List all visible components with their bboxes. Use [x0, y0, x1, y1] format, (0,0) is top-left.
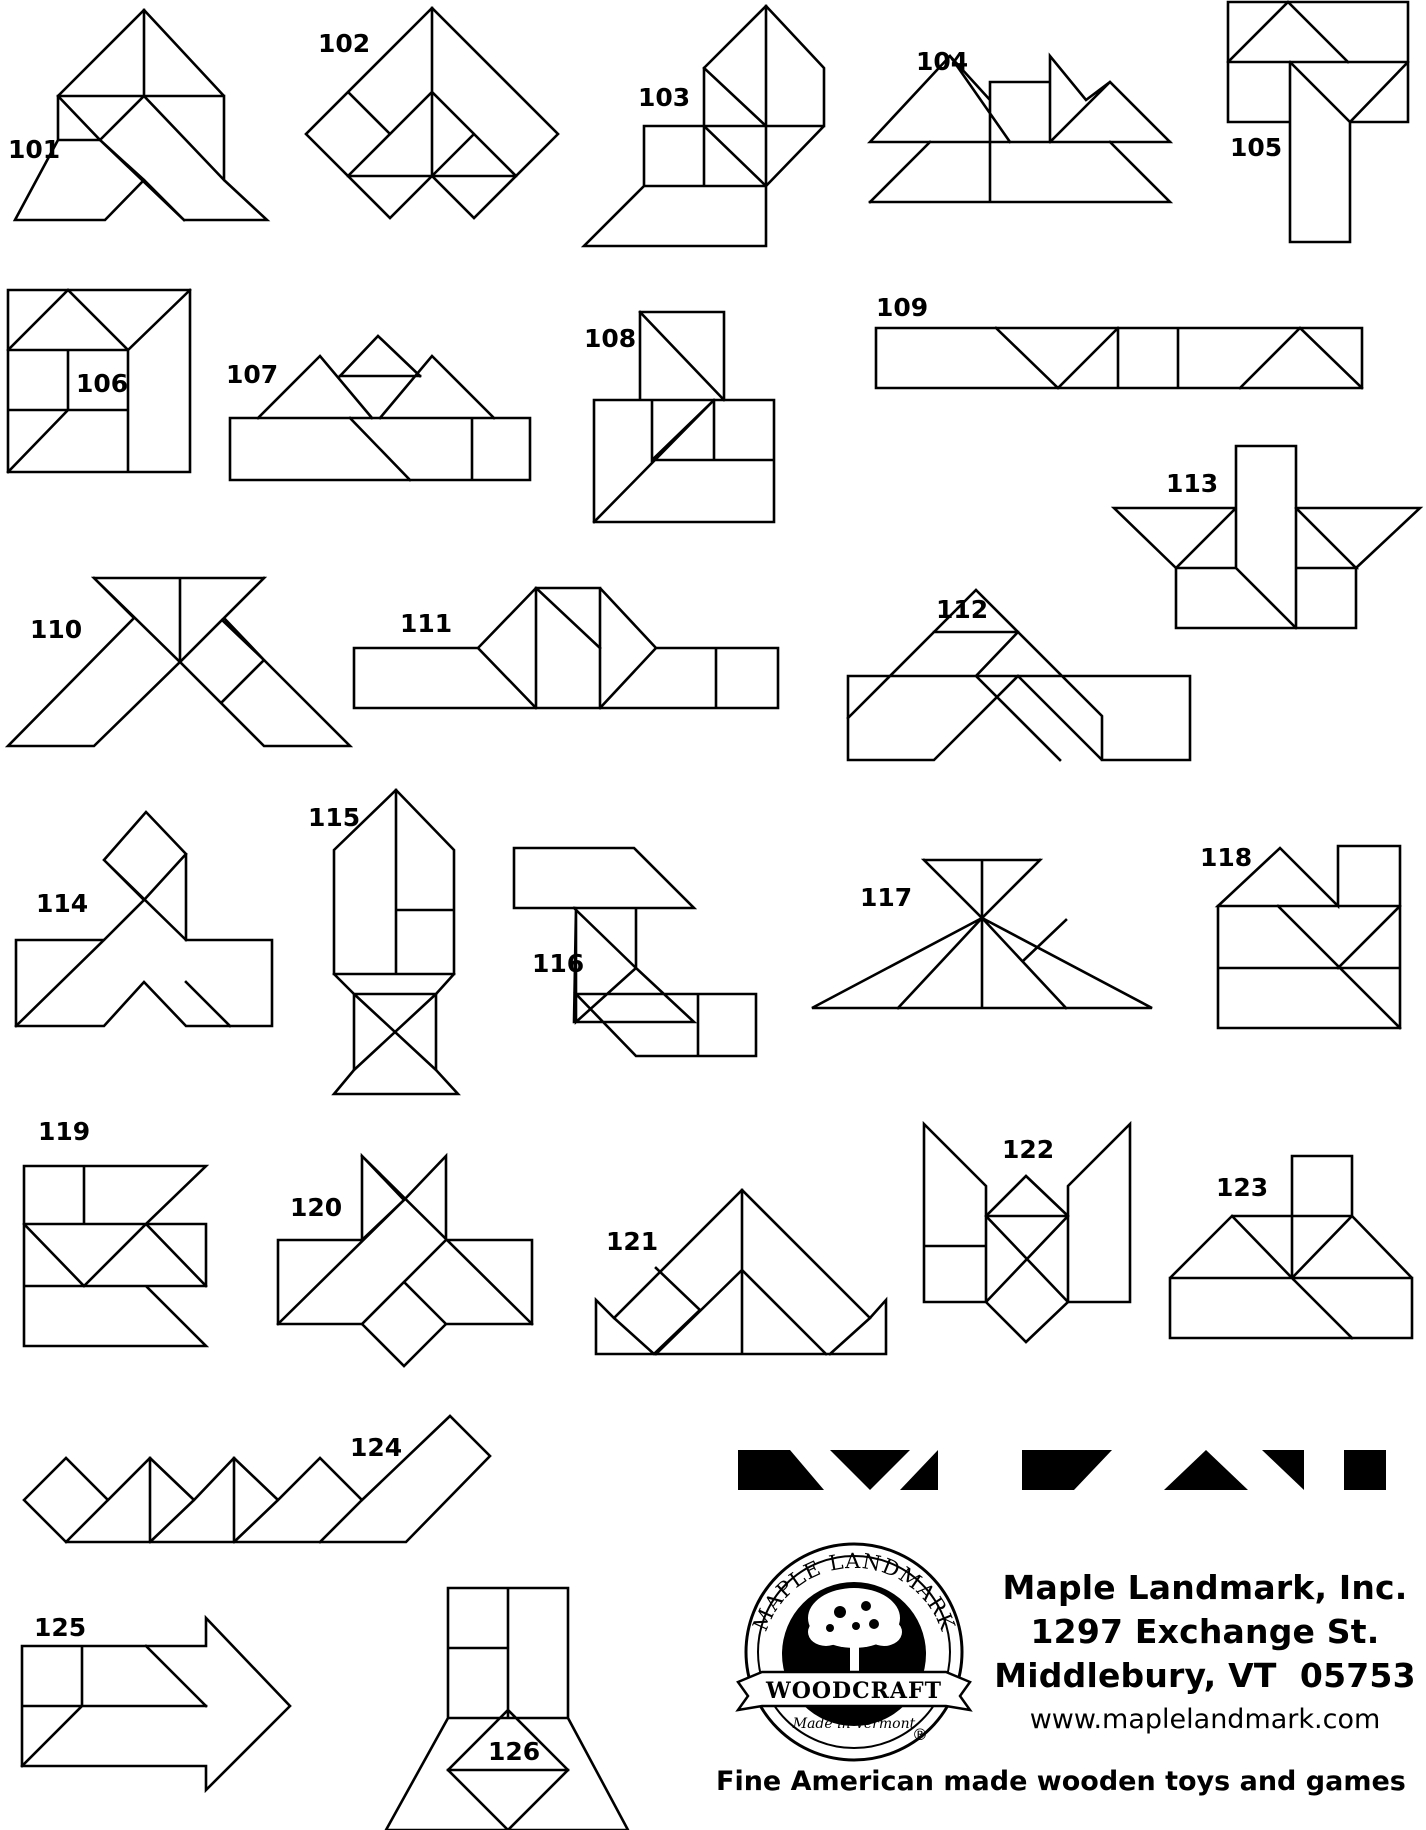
puzzle-number: 106 — [76, 369, 128, 398]
puzzle-104: 104 — [870, 47, 1170, 202]
puzzle-number: 108 — [584, 324, 636, 353]
puzzle-number: 117 — [860, 883, 912, 912]
company-website[interactable]: www.maplelandmark.com — [990, 1700, 1420, 1740]
puzzle-116: 116 — [514, 848, 756, 1056]
puzzle-number: 114 — [36, 889, 88, 918]
puzzle-107: 107 — [226, 336, 530, 480]
company-address: Maple Landmark, Inc. 1297 Exchange St. M… — [990, 1566, 1420, 1740]
puzzle-number: 123 — [1216, 1173, 1268, 1202]
puzzle-126: 126 — [386, 1588, 628, 1830]
puzzle-120: 120 — [278, 1156, 532, 1366]
puzzle-118: 118 — [1200, 843, 1400, 1028]
puzzle-number: 119 — [38, 1117, 90, 1146]
puzzle-number: 102 — [318, 29, 370, 58]
tangram-piece — [1344, 1450, 1386, 1490]
puzzle-number: 125 — [34, 1613, 86, 1642]
puzzle-number: 103 — [638, 83, 690, 112]
puzzle-122: 122 — [924, 1124, 1130, 1342]
puzzle-number: 105 — [1230, 133, 1282, 162]
puzzle-number: 111 — [400, 609, 452, 638]
tagline: Fine American made wooden toys and games — [716, 1766, 1416, 1797]
puzzle-number: 112 — [936, 595, 988, 624]
puzzle-105: 105 — [1228, 2, 1408, 242]
puzzle-number: 126 — [488, 1737, 540, 1766]
puzzle-number: 107 — [226, 360, 278, 389]
puzzle-114: 114 — [16, 812, 272, 1026]
company-name: Maple Landmark, Inc. — [990, 1566, 1420, 1610]
puzzle-111: 111 — [354, 588, 778, 708]
tangram-piece — [830, 1450, 910, 1490]
puzzle-number: 124 — [350, 1433, 402, 1462]
tangram-piece — [1022, 1450, 1112, 1490]
puzzle-106: 106 — [8, 290, 190, 472]
puzzle-124: 124 — [24, 1416, 490, 1542]
puzzle-number: 109 — [876, 293, 928, 322]
puzzle-108: 108 — [584, 312, 774, 522]
puzzle-115: 115 — [308, 790, 458, 1094]
logo-banner-text: WOODCRAFT — [765, 1678, 942, 1704]
company-street: 1297 Exchange St. — [990, 1610, 1420, 1654]
puzzle-110: 110 — [8, 578, 350, 746]
puzzle-123: 123 — [1170, 1156, 1412, 1338]
puzzle-125: 125 — [22, 1613, 290, 1790]
puzzle-101: 101 — [8, 10, 267, 220]
tangram-piece — [738, 1450, 824, 1490]
tangram-piece — [1164, 1450, 1248, 1490]
puzzle-number: 115 — [308, 803, 360, 832]
tangram-piece — [900, 1450, 938, 1490]
puzzle-113: 113 — [1114, 446, 1420, 628]
puzzle-109: 109 — [876, 293, 1362, 388]
puzzle-103: 103 — [584, 6, 824, 246]
puzzle-119: 119 — [24, 1117, 206, 1346]
puzzle-number: 113 — [1166, 469, 1218, 498]
company-city: Middlebury, VT 05753 — [990, 1654, 1420, 1698]
puzzle-number: 110 — [30, 615, 82, 644]
puzzle-121: 121 — [596, 1190, 886, 1354]
puzzle-102: 102 — [306, 8, 558, 218]
puzzle-117: 117 — [812, 860, 1152, 1008]
company-logo: MAPLE LANDMARK WOODCRAFT Made in Vermont… — [738, 1544, 970, 1760]
tangram-pieces-row — [738, 1450, 1386, 1490]
puzzle-112: 112 — [848, 590, 1190, 760]
puzzle-number: 121 — [606, 1227, 658, 1256]
puzzle-number: 118 — [1200, 843, 1252, 872]
tangram-piece — [1262, 1450, 1304, 1490]
logo-sub-text: Made in Vermont — [792, 1716, 916, 1732]
registered-mark: ® — [912, 1725, 928, 1744]
puzzle-number: 120 — [290, 1193, 342, 1222]
puzzle-number: 122 — [1002, 1135, 1054, 1164]
